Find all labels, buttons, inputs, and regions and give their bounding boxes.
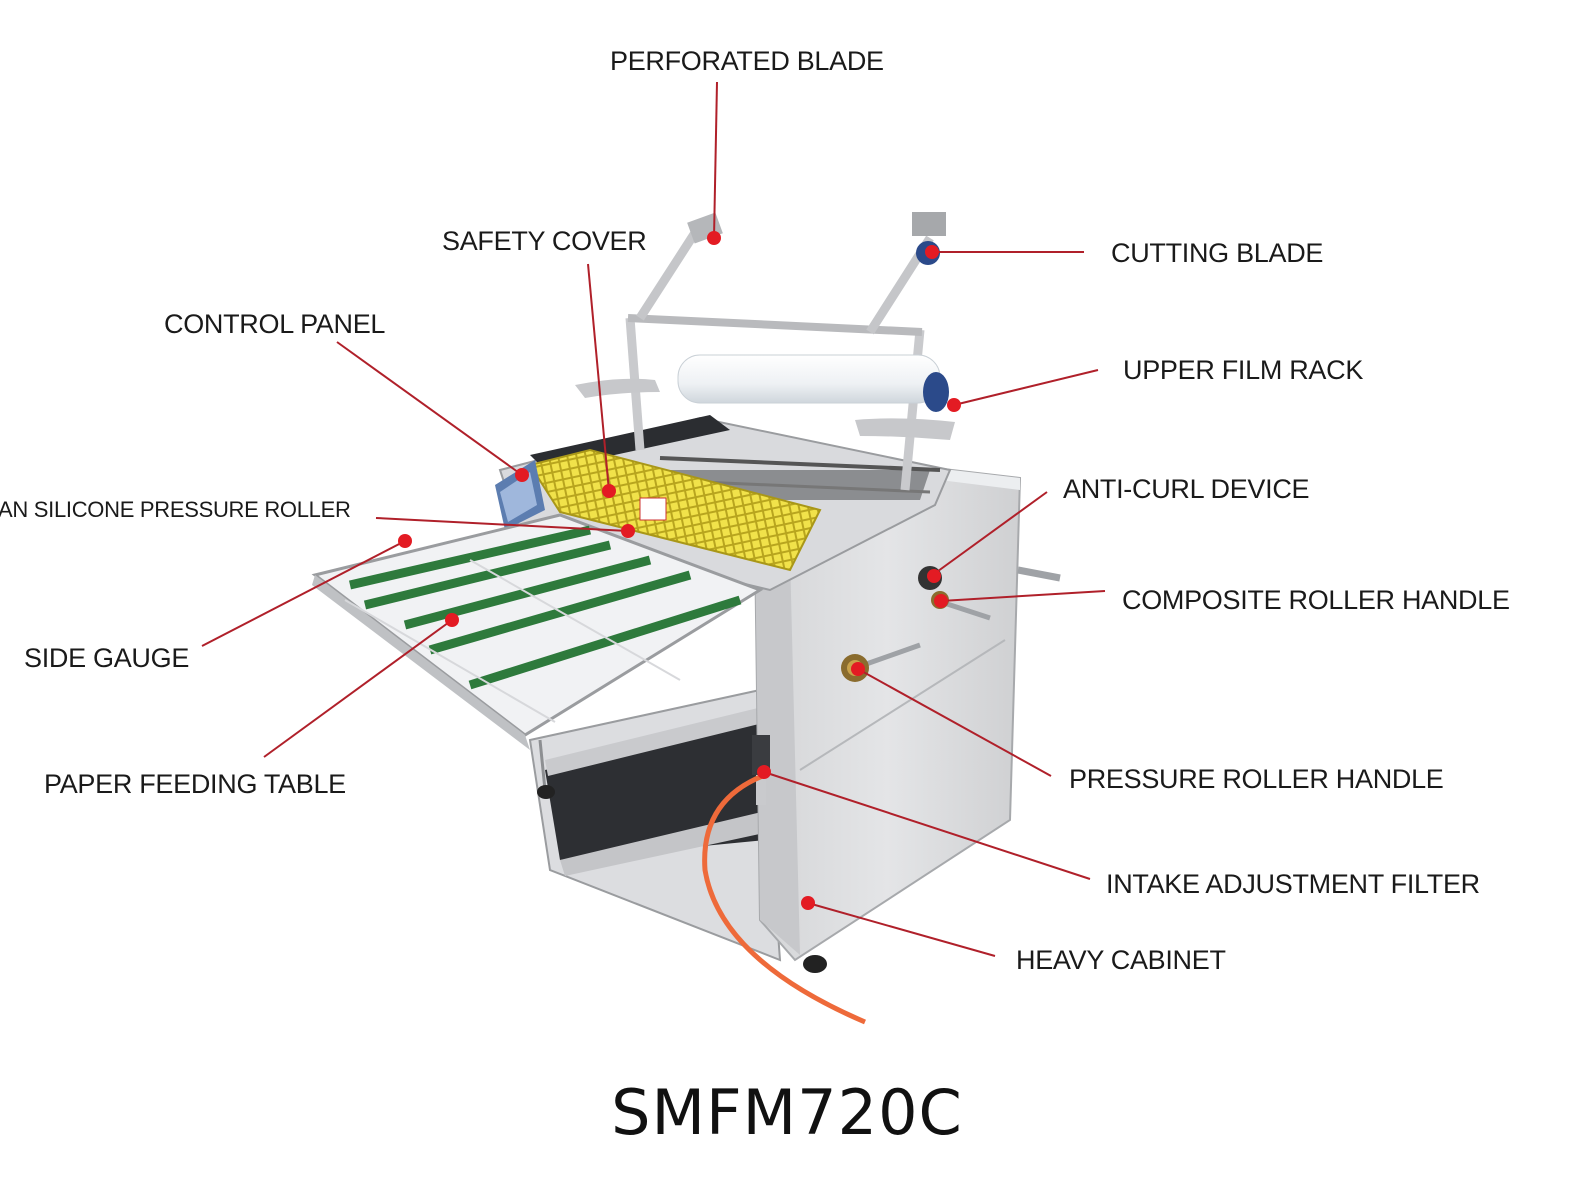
air-filter-and-hose	[702, 735, 866, 1025]
label-intake-adjustment-filter: INTAKE ADJUSTMENT FILTER	[1106, 869, 1480, 899]
film-roll	[677, 354, 949, 412]
marker-paper-feeding-table	[445, 613, 459, 627]
label-side-gauge: SIDE GAUGE	[24, 643, 190, 673]
marker-control-panel	[515, 468, 529, 482]
paper-feeding-table	[311, 513, 764, 750]
label-cutting-blade: CUTTING BLADE	[1111, 238, 1324, 268]
label-anti-curl-device: ANTI-CURL DEVICE	[1063, 474, 1310, 504]
marker-pressure-roller-handle	[851, 662, 865, 676]
label-pressure-roller-handle: PRESSURE ROLLER HANDLE	[1069, 764, 1444, 794]
label-silicone-pressure-roller: AN SILICONE PRESSURE ROLLER	[0, 497, 351, 522]
label-composite-roller-handle: COMPOSITE ROLLER HANDLE	[1122, 585, 1510, 615]
model-name: SMFM720C	[611, 1076, 963, 1149]
marker-upper-film-rack	[947, 398, 961, 412]
marker-perforated-blade	[707, 231, 721, 245]
marker-silicone-pressure-roller	[621, 524, 635, 538]
safety-cover	[528, 448, 822, 572]
label-perforated-blade: PERFORATED BLADE	[610, 46, 884, 76]
label-safety-cover: SAFETY COVER	[442, 226, 647, 256]
control-panel	[495, 460, 545, 530]
label-upper-film-rack: UPPER FILM RACK	[1123, 355, 1364, 385]
leader-lines	[201, 81, 1106, 957]
marker-composite-roller-handle	[934, 594, 948, 608]
label-paper-feeding-table: PAPER FEEDING TABLE	[44, 769, 346, 799]
marker-safety-cover	[602, 484, 616, 498]
upper-frame	[575, 212, 955, 491]
marker-anti-curl-device	[927, 569, 941, 583]
marker-intake-adjustment-filter	[757, 765, 771, 779]
marker-side-gauge	[398, 534, 412, 548]
label-control-panel: CONTROL PANEL	[164, 309, 386, 339]
lower-shelf-frame	[528, 688, 782, 962]
marker-heavy-cabinet	[801, 896, 815, 910]
label-heavy-cabinet: HEAVY CABINET	[1016, 945, 1226, 975]
red-markers	[398, 231, 961, 910]
marker-cutting-blade	[925, 245, 939, 259]
